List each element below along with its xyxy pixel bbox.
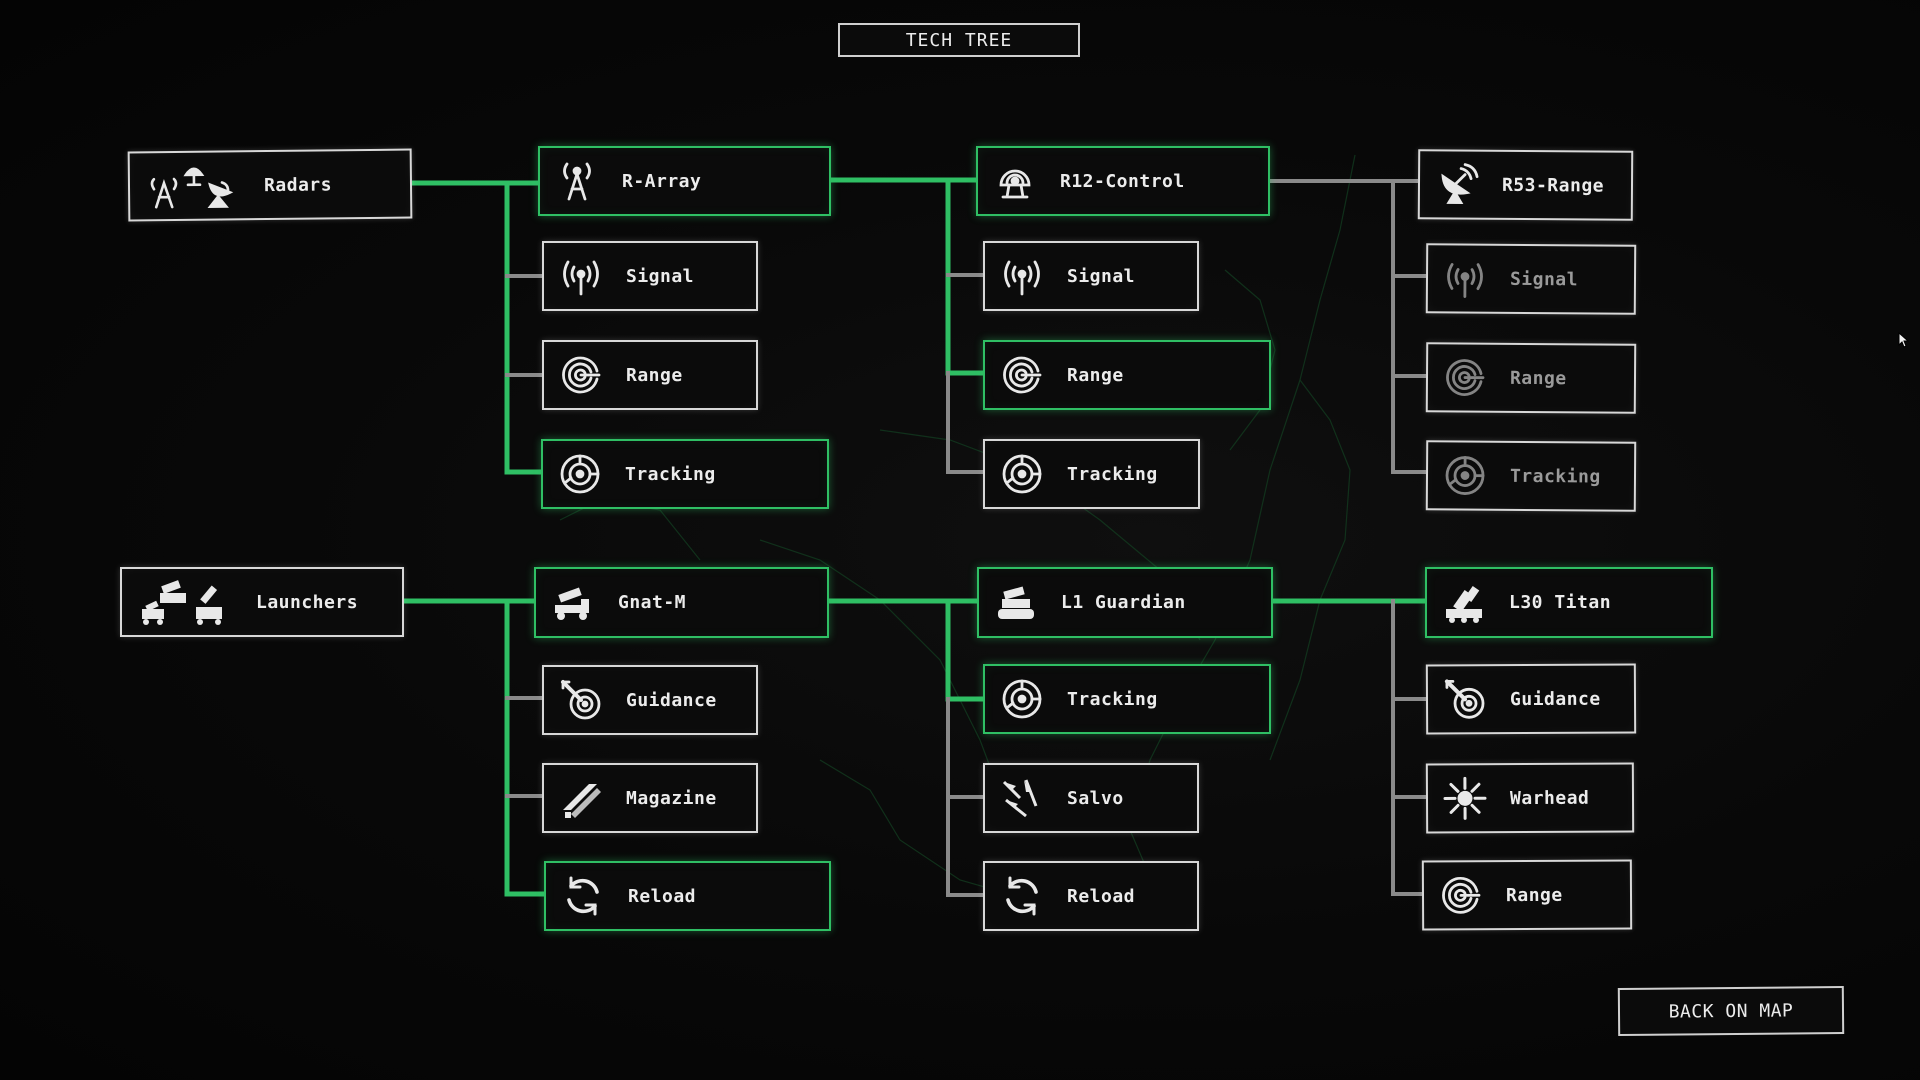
upgrade-node[interactable]: Tracking [983, 439, 1200, 509]
reload-icon [560, 873, 606, 919]
upgrade-node[interactable]: Signal [542, 241, 758, 311]
upgrade-node[interactable]: Salvo [983, 763, 1199, 833]
node-label: Gnat-M [618, 592, 687, 613]
r53-range-node[interactable]: R53-Range [1417, 149, 1634, 221]
node-label: Reload [1067, 885, 1136, 907]
page-title: TECH TREE [838, 23, 1080, 57]
mouse-cursor-icon [1898, 332, 1910, 348]
node-label: Tracking [1509, 465, 1601, 487]
node-label: Launchers [256, 591, 359, 613]
upgrade-node[interactable]: Magazine [542, 763, 758, 833]
launchers-root-node[interactable]: Launchers [120, 567, 404, 637]
signal-icon [1442, 255, 1488, 301]
upgrade-node[interactable]: Reload [983, 861, 1199, 931]
node-label: Warhead [1509, 787, 1590, 809]
upgrade-node[interactable]: Tracking [1425, 440, 1637, 512]
l30-titan-node[interactable]: L30 Titan [1425, 567, 1713, 638]
radars-root-node[interactable]: Radars [127, 148, 413, 222]
l1-guardian-node[interactable]: L1 Guardian [977, 567, 1273, 638]
truck-launcher-icon [550, 580, 596, 626]
radar-dish-icon [1434, 161, 1480, 207]
node-label: Tracking [1067, 688, 1158, 710]
node-label: R-Array [622, 170, 702, 192]
node-label: Magazine [626, 787, 717, 809]
node-label: R12-Control [1060, 170, 1185, 192]
tank-launcher-icon [993, 580, 1039, 626]
upgrade-node[interactable]: Range [983, 340, 1271, 410]
node-label: Range [1505, 884, 1563, 906]
guidance-icon [1442, 676, 1488, 722]
node-label: L30 Titan [1509, 592, 1612, 613]
node-label: Reload [628, 885, 697, 907]
range-icon [1438, 872, 1484, 918]
upgrade-node[interactable]: Range [542, 340, 758, 410]
upgrade-node[interactable]: Range [1421, 859, 1633, 931]
upgrade-node[interactable]: Tracking [541, 439, 829, 509]
tracking-icon [999, 451, 1045, 497]
upgrade-node[interactable]: Signal [983, 241, 1199, 311]
warhead-icon [1442, 775, 1488, 821]
upgrade-node[interactable]: Tracking [983, 664, 1271, 734]
upgrade-node[interactable]: Reload [544, 861, 831, 931]
signal-icon [558, 253, 604, 299]
node-label: Range [1509, 367, 1567, 389]
gnat-m-node[interactable]: Gnat-M [534, 567, 829, 638]
heavy-launcher-icon [1441, 580, 1487, 626]
node-label: Radars [263, 173, 333, 196]
tracking-icon [999, 676, 1045, 722]
magazine-icon [558, 775, 604, 821]
upgrade-node[interactable]: Guidance [1425, 663, 1637, 735]
node-label: Signal [626, 265, 695, 287]
node-label: R53-Range [1501, 174, 1605, 197]
antenna-tower-icon [554, 158, 600, 204]
radar-dome-icon [992, 158, 1038, 204]
node-label: Signal [1509, 268, 1579, 290]
node-label: Tracking [625, 463, 716, 485]
upgrade-node[interactable]: Range [1425, 342, 1637, 414]
range-icon [1442, 354, 1488, 400]
r12-control-node[interactable]: R12-Control [976, 146, 1270, 216]
upgrade-node[interactable]: Warhead [1425, 762, 1635, 834]
node-label: Tracking [1067, 463, 1158, 485]
tracking-icon [1442, 452, 1488, 498]
launcher-group-icon [136, 579, 246, 625]
node-label: Guidance [626, 689, 717, 711]
back-on-map-button[interactable]: BACK ON MAP [1617, 986, 1845, 1036]
range-icon [999, 352, 1045, 398]
r-array-node[interactable]: R-Array [538, 146, 831, 216]
node-label: Salvo [1067, 787, 1124, 809]
upgrade-node[interactable]: Signal [1425, 243, 1637, 315]
range-icon [558, 352, 604, 398]
node-label: Signal [1067, 265, 1136, 287]
upgrade-node[interactable]: Guidance [542, 665, 758, 735]
node-label: Range [1067, 364, 1124, 386]
radar-group-icon [144, 162, 254, 209]
reload-icon [999, 873, 1045, 919]
guidance-icon [558, 677, 604, 723]
node-label: Range [626, 364, 683, 386]
node-label: Guidance [1509, 688, 1601, 710]
node-label: L1 Guardian [1061, 592, 1186, 613]
salvo-icon [999, 775, 1045, 821]
tracking-icon [557, 451, 603, 497]
signal-icon [999, 253, 1045, 299]
